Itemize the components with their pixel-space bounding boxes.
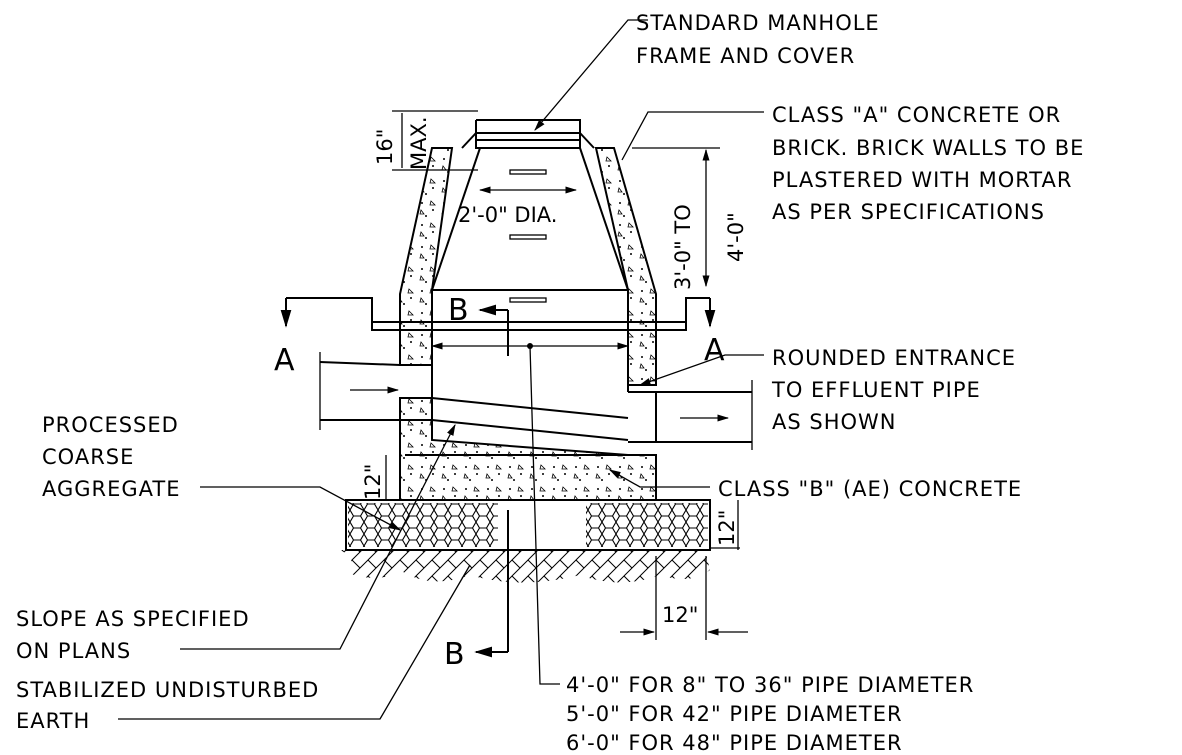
- section-b-top: B: [448, 293, 469, 328]
- dim-frame-height-note: MAX.: [407, 116, 431, 170]
- slope-line-2: ON PLANS: [16, 639, 131, 663]
- concrete-a-line-4: AS PER SPECIFICATIONS: [772, 200, 1045, 224]
- callout-diameters: 4'-0" FOR 8" TO 36" PIPE DIAMETER 5'-0" …: [566, 673, 974, 755]
- concrete-a-line-2: BRICK. BRICK WALLS TO BE: [772, 136, 1084, 160]
- callout-frame-cover: STANDARD MANHOLE FRAME AND COVER: [636, 11, 880, 68]
- callout-slope: SLOPE AS SPECIFIED ON PLANS: [16, 607, 250, 663]
- section-a-left: A: [274, 343, 295, 378]
- dim-frame-height: 16": [373, 129, 397, 165]
- aggregate-line-2: COARSE: [42, 445, 134, 469]
- diameter-line-3: 6'-0" FOR 48" PIPE DIAMETER: [566, 731, 903, 755]
- slope-line-1: SLOPE AS SPECIFIED: [16, 607, 250, 631]
- undisturbed-earth: [340, 550, 710, 583]
- dim-opening: 2'-0" DIA.: [458, 203, 557, 227]
- concrete-walls: [399, 147, 657, 501]
- diameter-line-2: 5'-0" FOR 42" PIPE DIAMETER: [566, 702, 903, 726]
- callout-aggregate: PROCESSED COARSE AGGREGATE: [42, 413, 181, 501]
- leader-lines: [118, 19, 764, 720]
- concrete-a-line-3: PLASTERED WITH MORTAR: [772, 168, 1072, 192]
- manhole-interior: [405, 147, 656, 456]
- callout-entrance: ROUNDED ENTRANCE TO EFFLUENT PIPE AS SHO…: [771, 346, 1016, 434]
- dim-base-thickness: 12": [361, 464, 385, 500]
- earth-line-2: EARTH: [16, 709, 90, 733]
- concrete-a-line-1: CLASS "A" CONCRETE OR: [772, 103, 1061, 127]
- callout-earth: STABILIZED UNDISTURBED EARTH: [16, 678, 319, 733]
- section-a-right: A: [704, 333, 725, 368]
- entrance-line-2: TO EFFLUENT PIPE: [771, 378, 981, 402]
- aggregate-line-1: PROCESSED: [42, 413, 179, 437]
- entrance-line-1: ROUNDED ENTRANCE: [772, 346, 1016, 370]
- dim-cone-height-b: 4'-0": [724, 212, 748, 262]
- manhole-frame-and-cover: [461, 119, 595, 149]
- callout-concrete-a: CLASS "A" CONCRETE OR BRICK. BRICK WALLS…: [772, 103, 1084, 224]
- earth-line-1: STABILIZED UNDISTURBED: [16, 678, 319, 702]
- dim-footing-thickness: 12": [715, 510, 739, 546]
- frame-cover-line-2: FRAME AND COVER: [636, 44, 855, 68]
- section-b-bottom: B: [444, 637, 465, 672]
- frame-cover-line-1: STANDARD MANHOLE: [636, 11, 880, 35]
- aggregate-line-3: AGGREGATE: [42, 477, 181, 501]
- influent-pipe: [319, 352, 433, 430]
- concrete-b-label: CLASS "B" (AE) CONCRETE: [718, 477, 1022, 501]
- section-cut-a: [280, 297, 716, 331]
- dim-footing-extension: 12": [662, 603, 698, 627]
- diameter-line-1: 4'-0" FOR 8" TO 36" PIPE DIAMETER: [566, 673, 974, 697]
- dim-cone-height-a: 3'-0" TO: [671, 204, 695, 290]
- section-cut-b: [474, 304, 509, 658]
- dimension-lines: [385, 110, 748, 640]
- entrance-line-3: AS SHOWN: [772, 410, 897, 434]
- effluent-pipe: [628, 380, 753, 450]
- aggregate-footing: [345, 499, 711, 551]
